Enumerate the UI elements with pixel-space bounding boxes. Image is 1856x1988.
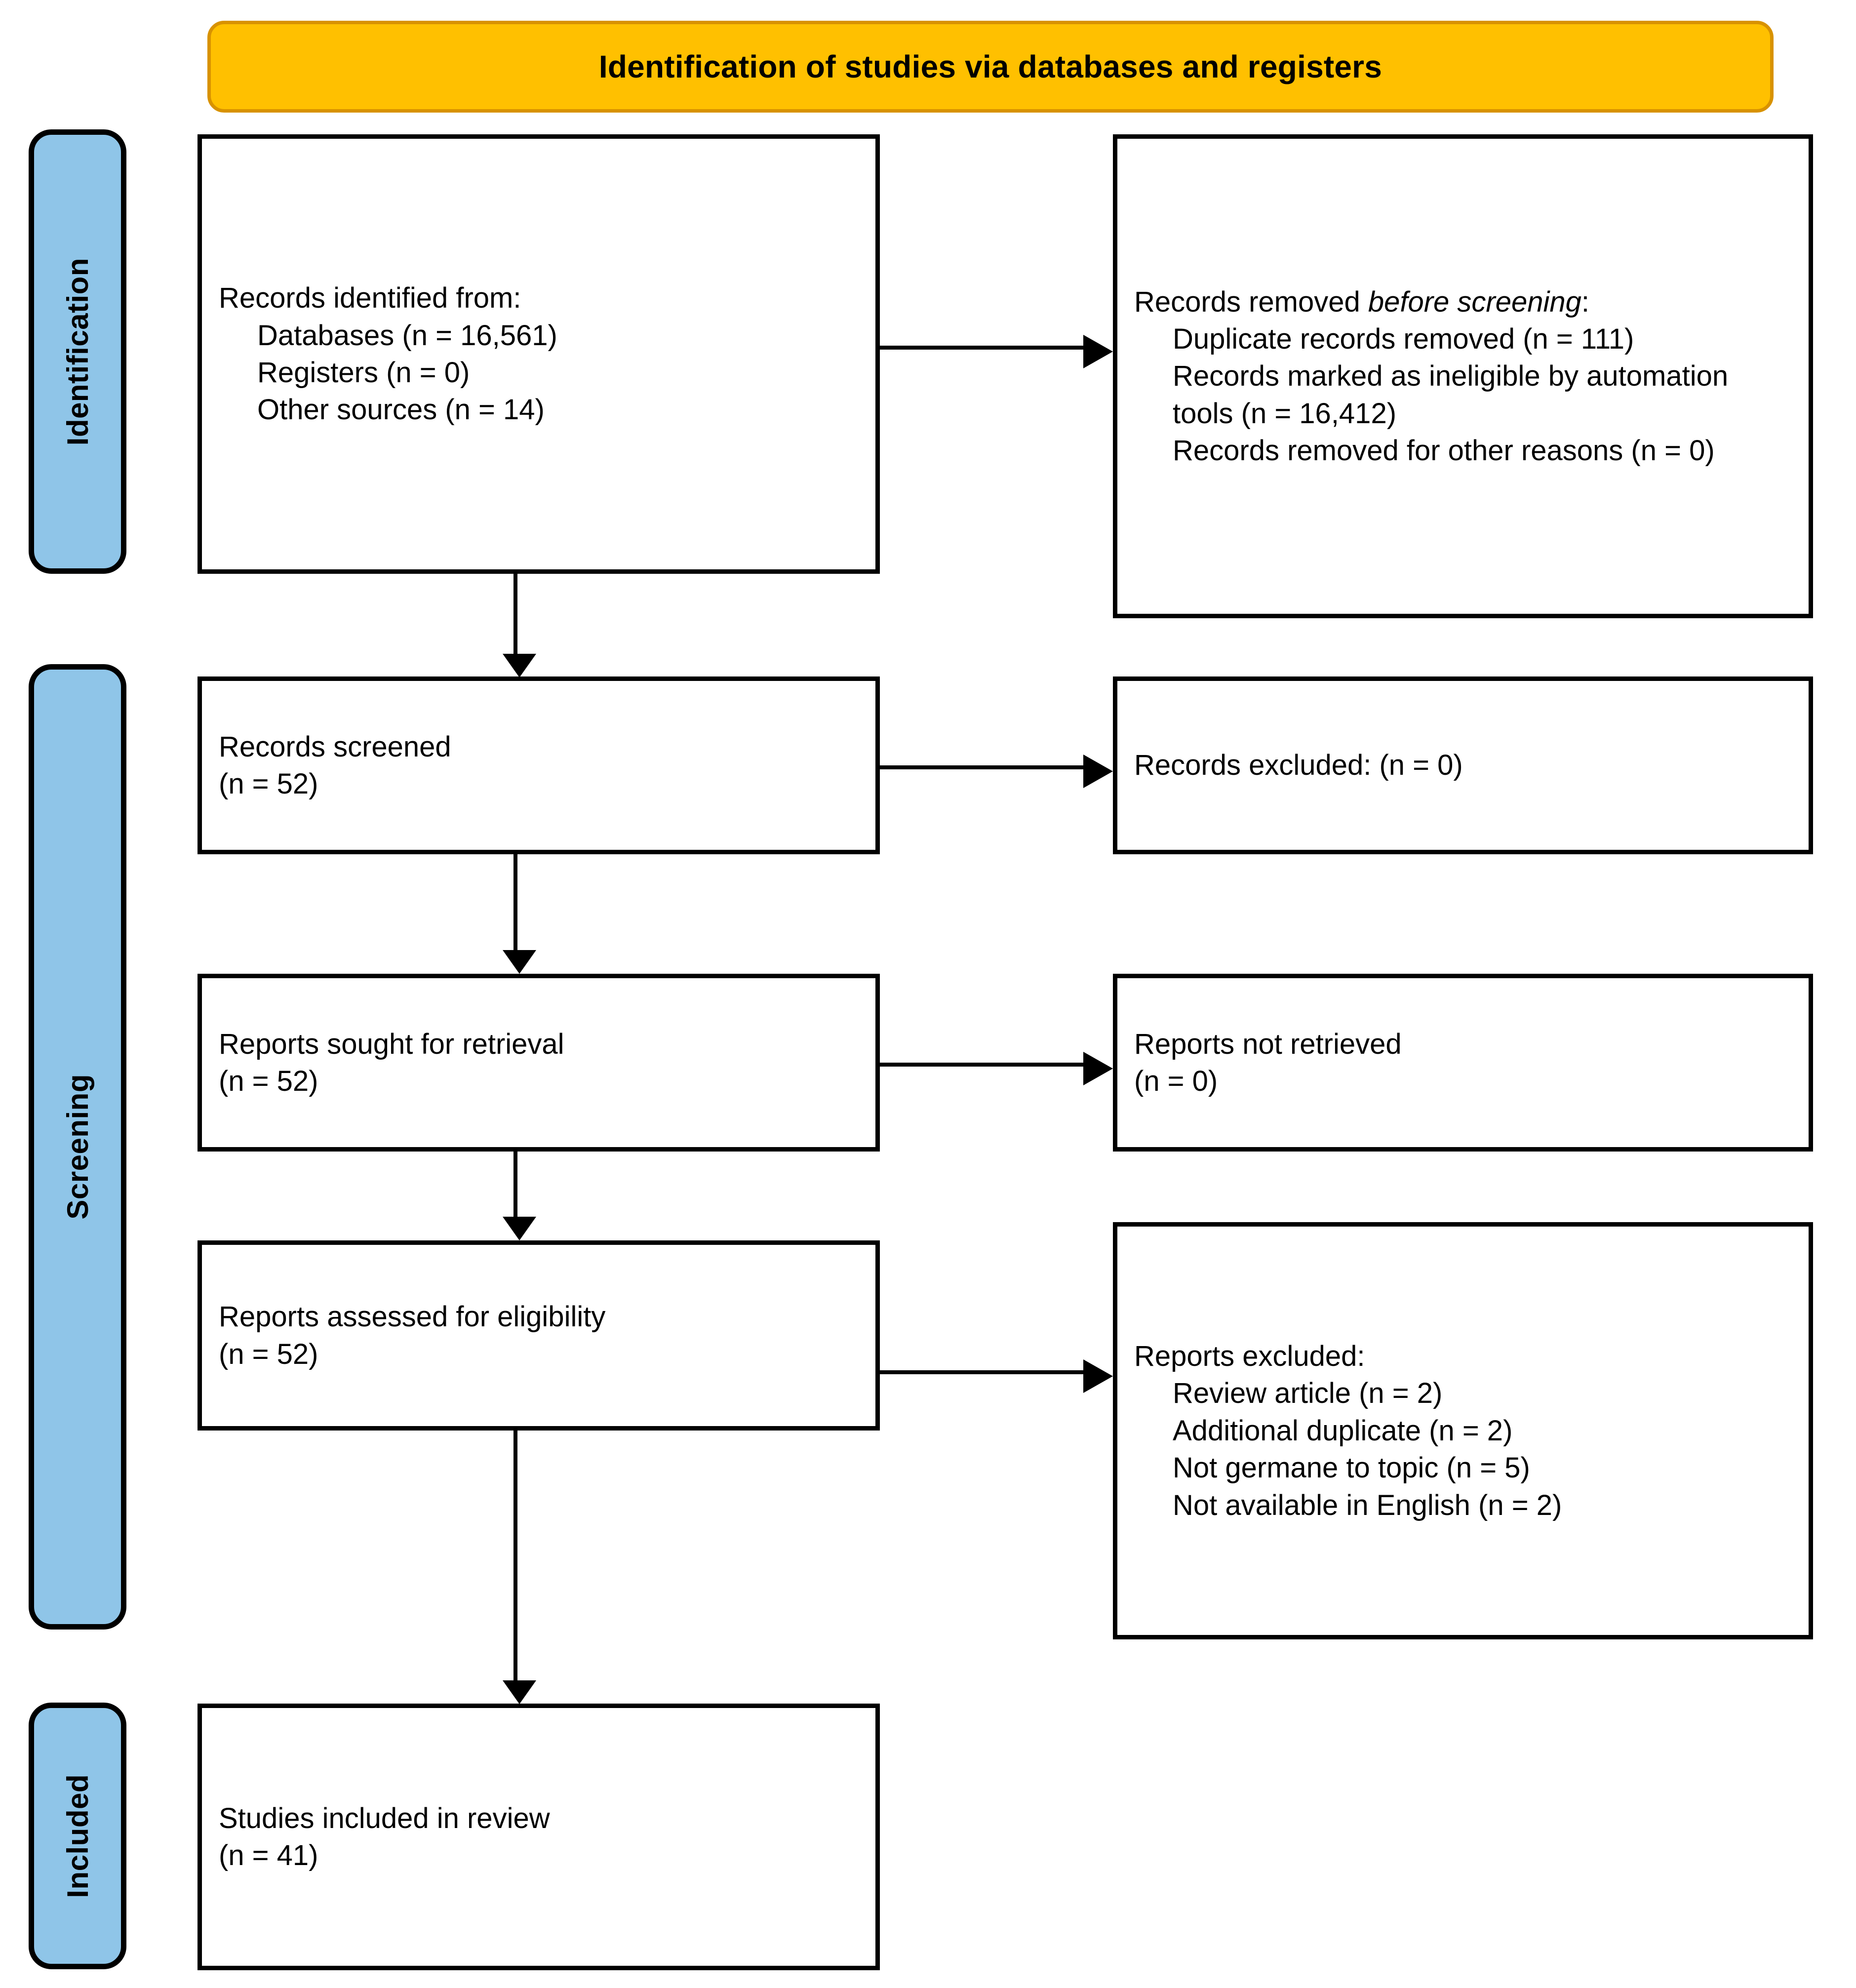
reports-excluded-item-review-article: Review article (n = 2): [1173, 1377, 1443, 1410]
arrow-sought-to-not-retrieved: [880, 1052, 1113, 1085]
arrow-identified-to-screened: [503, 574, 536, 677]
stage-tab-identification-label: Identification: [61, 257, 94, 446]
stage-tab-screening: Screening: [29, 664, 126, 1630]
arrow-assessed-to-reports-excluded: [880, 1359, 1113, 1393]
box-reports-assessed-for-eligibility: Reports assessed for eligibility (n = 52…: [197, 1240, 880, 1431]
box-reports-assessed-text: Reports assessed for eligibility (n = 52…: [202, 1298, 875, 1373]
records-identified-item-databases: Databases (n = 16,561): [257, 319, 557, 352]
arrow-screened-to-sought: [503, 854, 536, 974]
reports-not-retrieved-count: (n = 0): [1134, 1065, 1218, 1097]
records-removed-item-other-reasons: Records removed for other reasons (n = 0…: [1173, 435, 1715, 467]
arrow-screened-to-records-excluded: [880, 755, 1113, 788]
records-screened-label: Records screened: [219, 730, 451, 763]
records-identified-item-other-sources: Other sources (n = 14): [257, 394, 545, 426]
arrow-assessed-to-included: [503, 1431, 536, 1704]
records-identified-item-registers: Registers (n = 0): [257, 357, 470, 389]
box-records-excluded: Records excluded: (n = 0): [1113, 676, 1813, 854]
reports-excluded-item-additional-duplicate: Additional duplicate (n = 2): [1173, 1414, 1513, 1447]
reports-not-retrieved-label: Reports not retrieved: [1134, 1028, 1402, 1060]
records-excluded-label: Records excluded: (n = 0): [1134, 749, 1463, 782]
reports-assessed-count: (n = 52): [219, 1338, 318, 1370]
box-records-identified: Records identified from: Databases (n = …: [197, 134, 880, 574]
box-reports-excluded-text: Reports excluded: Review article (n = 2)…: [1117, 1338, 1809, 1524]
reports-excluded-item-not-english: Not available in English (n = 2): [1173, 1489, 1562, 1521]
stage-tab-included: Included: [29, 1703, 126, 1969]
stage-tab-included-label: Included: [61, 1774, 94, 1898]
records-identified-heading: Records identified from:: [219, 282, 521, 315]
records-removed-item-automation: Records marked as ineligible by automati…: [1173, 360, 1737, 430]
records-removed-heading-plain: Records removed: [1134, 285, 1368, 318]
box-records-excluded-text: Records excluded: (n = 0): [1117, 747, 1809, 784]
box-reports-not-retrieved-text: Reports not retrieved (n = 0): [1117, 1026, 1809, 1100]
box-records-identified-text: Records identified from: Databases (n = …: [202, 279, 875, 429]
box-records-screened-text: Records screened (n = 52): [202, 728, 875, 803]
box-reports-not-retrieved: Reports not retrieved (n = 0): [1113, 974, 1813, 1152]
reports-excluded-heading: Reports excluded:: [1134, 1340, 1365, 1373]
arrow-identified-to-removed: [880, 335, 1113, 368]
box-records-removed-before-screening: Records removed before screening: Duplic…: [1113, 134, 1813, 618]
studies-included-count: (n = 41): [219, 1839, 318, 1871]
box-reports-sought-for-retrieval: Reports sought for retrieval (n = 52): [197, 974, 880, 1152]
arrow-sought-to-assessed: [503, 1152, 536, 1240]
diagram-title: Identification of studies via databases …: [598, 48, 1382, 84]
stage-tab-screening-label: Screening: [61, 1074, 94, 1220]
records-removed-heading-italic: before screening: [1368, 285, 1581, 318]
stage-tab-identification: Identification: [29, 129, 126, 574]
reports-sought-label: Reports sought for retrieval: [219, 1028, 564, 1060]
box-reports-sought-text: Reports sought for retrieval (n = 52): [202, 1026, 875, 1100]
studies-included-label: Studies included in review: [219, 1802, 550, 1834]
reports-assessed-label: Reports assessed for eligibility: [219, 1301, 606, 1333]
box-records-screened: Records screened (n = 52): [197, 676, 880, 854]
records-removed-item-duplicates: Duplicate records removed (n = 111): [1173, 322, 1634, 355]
records-screened-count: (n = 52): [219, 768, 318, 800]
records-removed-heading: Records removed before screening:: [1134, 283, 1792, 320]
box-records-removed-text: Records removed before screening: Duplic…: [1117, 283, 1809, 470]
box-studies-included-in-review: Studies included in review (n = 41): [197, 1704, 880, 1970]
reports-excluded-item-not-germane: Not germane to topic (n = 5): [1173, 1452, 1530, 1484]
reports-sought-count: (n = 52): [219, 1065, 318, 1097]
records-removed-heading-suffix: :: [1581, 285, 1590, 318]
box-reports-excluded: Reports excluded: Review article (n = 2)…: [1113, 1222, 1813, 1639]
box-studies-included-text: Studies included in review (n = 41): [202, 1800, 875, 1874]
diagram-header-banner: Identification of studies via databases …: [207, 21, 1774, 113]
